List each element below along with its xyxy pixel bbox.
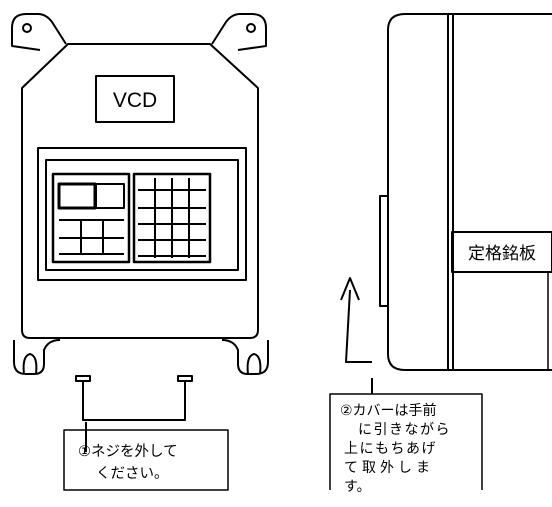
lift-direction-arrow bbox=[340, 277, 372, 363]
callout-2-line-1: ②カバーは手前 bbox=[340, 402, 437, 419]
callout-2-box bbox=[329, 393, 483, 490]
vcd-label: VCD bbox=[113, 89, 157, 112]
enclosure-body bbox=[21, 43, 259, 339]
nameplate-box bbox=[451, 231, 552, 273]
callout-1-line-1: ①ネジを外して bbox=[78, 443, 178, 460]
operation-panel bbox=[37, 147, 247, 281]
left-bottom-screw bbox=[75, 375, 91, 382]
right-bottom-screw bbox=[177, 375, 193, 382]
callout-2-line-4: て取外しま bbox=[344, 460, 434, 476]
screw-leader-lines bbox=[82, 382, 186, 452]
top-right-mounting-ear bbox=[211, 13, 267, 51]
side-enclosure-front bbox=[387, 13, 552, 371]
display-window bbox=[57, 182, 97, 210]
callout-2-line-5: す。 bbox=[344, 479, 371, 495]
callout-1-box bbox=[63, 429, 229, 491]
bottom-left-mounting-ear bbox=[13, 339, 61, 375]
bottom-left-slot bbox=[22, 353, 38, 375]
top-right-screw-hole bbox=[246, 23, 256, 33]
callout-2-line-3: 上にもちあげ bbox=[344, 441, 437, 457]
side-bracket bbox=[379, 195, 388, 307]
top-left-screw-hole bbox=[22, 23, 32, 33]
bottom-right-slot bbox=[246, 353, 262, 375]
side-view bbox=[340, 13, 552, 394]
callout-1-line-2: ください。 bbox=[96, 465, 169, 482]
bottom-right-mounting-ear bbox=[221, 339, 269, 375]
front-view bbox=[11, 13, 269, 452]
vcd-label-box bbox=[95, 75, 175, 123]
callout-2-line-2: に引きながら bbox=[358, 422, 451, 438]
top-left-mounting-ear bbox=[11, 13, 67, 51]
nameplate-label: 定格銘板 bbox=[468, 244, 536, 264]
